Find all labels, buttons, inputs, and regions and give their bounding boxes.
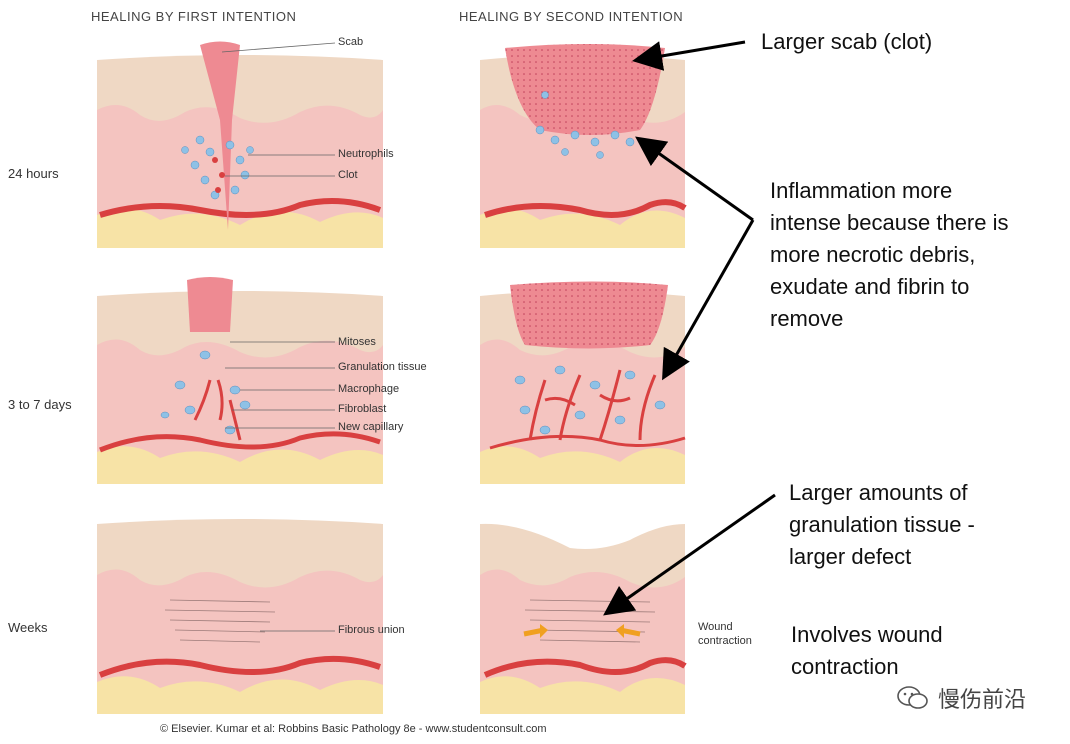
- panel-first-3to7d: [97, 277, 383, 484]
- watermark: 慢伤前沿: [896, 682, 1026, 714]
- row-label-weeks: Weeks: [8, 620, 48, 635]
- note-inflammation: Inflammation more intense because there …: [770, 175, 1009, 335]
- label-scab: Scab: [338, 36, 364, 48]
- column-title-second-intention: HEALING BY SECOND INTENTION: [459, 9, 684, 24]
- note-contraction-line2: contraction: [791, 654, 899, 679]
- label-wound: Wound: [698, 621, 733, 633]
- note-inflammation-line5: remove: [770, 306, 844, 331]
- panel-second-24h: [480, 44, 687, 248]
- row-label-24-hours: 24 hours: [8, 166, 59, 181]
- panel-second-weeks: [480, 523, 687, 714]
- note-contraction-line1: Involves wound: [791, 622, 943, 647]
- note-granulation-line1: Larger amounts of: [789, 480, 968, 505]
- label-macrophage: Macrophage: [338, 383, 400, 395]
- note-inflammation-line1: Inflammation more: [770, 178, 953, 203]
- column-title-first-intention: HEALING BY FIRST INTENTION: [91, 9, 297, 24]
- label-mitoses: Mitoses: [338, 336, 376, 348]
- label-neutrophils: Neutrophils: [338, 148, 394, 160]
- label-fibrous-union: Fibrous union: [338, 624, 405, 636]
- note-inflammation-line2: intense because there is: [770, 210, 1009, 235]
- note-larger-scab-line1: Larger scab (clot): [761, 29, 933, 54]
- label-granulation-tissue: Granulation tissue: [338, 361, 427, 373]
- note-granulation-line3: larger defect: [789, 544, 912, 569]
- note-inflammation-line3: more necrotic debris,: [770, 242, 976, 267]
- wechat-icon: [897, 686, 928, 709]
- label-new-capillary: New capillary: [338, 421, 404, 433]
- panel-second-3to7d: [480, 281, 686, 484]
- note-larger-scab: Larger scab (clot): [761, 26, 932, 58]
- row-label-3-to-7-days: 3 to 7 days: [8, 397, 72, 412]
- panel-first-24h: [97, 41, 383, 248]
- note-granulation-line2: granulation tissue -: [789, 512, 975, 537]
- watermark-text: 慢伤前沿: [938, 687, 1027, 712]
- label-fibroblast: Fibroblast: [338, 403, 387, 415]
- note-granulation: Larger amounts of granulation tissue - l…: [789, 477, 975, 573]
- label-clot: Clot: [338, 169, 358, 181]
- copyright-footer: © Elsevier. Kumar et al: Robbins Basic P…: [160, 723, 547, 735]
- note-inflammation-line4: exudate and fibrin to: [770, 274, 970, 299]
- label-contraction: contraction: [698, 635, 752, 647]
- note-contraction: Involves wound contraction: [791, 619, 943, 683]
- panel-first-weeks: [97, 519, 383, 714]
